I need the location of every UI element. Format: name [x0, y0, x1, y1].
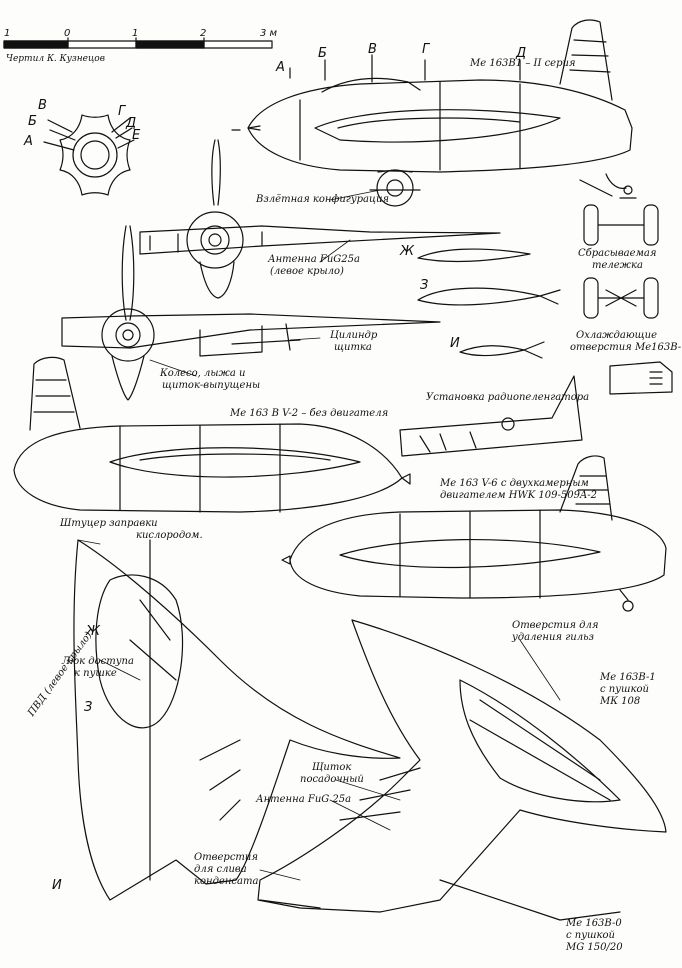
- scale-tick-1: 1: [132, 28, 139, 39]
- leader-lines: [77, 189, 561, 881]
- label-cooling-1: Охлаждающие: [576, 330, 658, 341]
- label-drain-1: Отверстия: [194, 852, 258, 863]
- section-letter-zh: Ж: [400, 244, 415, 259]
- cooling-detail: [609, 361, 673, 395]
- radio-installation: [399, 375, 583, 457]
- dolly-drawing: [583, 204, 659, 319]
- section-letter-v-top: В: [368, 42, 377, 57]
- planform-upper: [73, 539, 401, 901]
- section-letter-v-sec: В: [38, 98, 47, 113]
- section-letter-a-top: А: [276, 60, 285, 75]
- label-casings-2: удаления гильз: [512, 632, 594, 643]
- label-flap-1: Щиток: [312, 762, 352, 773]
- profile-v6: [281, 455, 667, 612]
- cross-section: [43, 114, 135, 196]
- label-hatch-2: к пушке: [74, 668, 117, 679]
- label-drain-2: для слива: [194, 864, 247, 875]
- section-letter-i-plan: И: [52, 878, 62, 893]
- label-oxygen-2: кислородом.: [136, 530, 203, 541]
- title-b0-2: с пушкой: [566, 930, 615, 941]
- section-letter-i: И: [450, 336, 460, 351]
- label-wheel-1: Колесо, лыжа и: [160, 368, 246, 379]
- section-letter-b-sec: Б: [28, 114, 37, 129]
- section-letter-z: З: [420, 278, 429, 293]
- airfoil-sections: [417, 248, 561, 359]
- label-drain-3: конденсата: [194, 876, 259, 887]
- label-takeoff: Взлётная конфигурация: [256, 194, 390, 205]
- profile-top: [231, 19, 637, 207]
- section-letter-g-sec: Г: [118, 104, 126, 119]
- section-letter-a-sec: А: [24, 134, 33, 149]
- section-letter-z-plan: З: [84, 700, 93, 715]
- title-b0-1: Me 163B-0: [566, 918, 622, 929]
- section-letter-zh-plan: Ж: [86, 624, 101, 639]
- section-letter-b-top: Б: [318, 46, 327, 61]
- title-v6-2: двигателем HWK 109-509A-2: [440, 490, 597, 501]
- label-dolly-2: тележка: [592, 260, 643, 271]
- label-oxygen-1: Штуцер заправки: [60, 518, 158, 529]
- label-cylinder-1: Цилиндр: [330, 330, 378, 341]
- title-b0-3: MG 150/20: [566, 942, 623, 953]
- label-cylinder-2: щитка: [334, 342, 372, 353]
- scale-tick-0: 0: [64, 28, 71, 39]
- label-radio: Установка радиопеленгатора: [426, 392, 590, 403]
- title-b1-2: с пушкой: [600, 684, 649, 695]
- front-view: [139, 139, 501, 299]
- label-antenna-2: (левое крыло): [270, 266, 344, 277]
- label-antenna-bottom: Антенна FuG 25a: [256, 794, 352, 805]
- scale-tick-m1: 1: [4, 28, 11, 39]
- front-view-extended: [61, 225, 441, 401]
- label-dolly-1: Сбрасываемая: [578, 248, 657, 259]
- title-v6-1: Me 163 V-6 с двухкамерным: [440, 478, 589, 489]
- label-antenna-1: Антенна FuG25a: [268, 254, 360, 265]
- title-b1-1: Me 163B-1: [600, 672, 656, 683]
- scale-bar: [3, 37, 273, 49]
- section-letter-d-sec: Д: [126, 116, 137, 131]
- scale-tick-3m: 3 м: [260, 28, 278, 39]
- label-cooling-2: отверстия Me163B-: [570, 342, 682, 353]
- section-letter-d-top: Д: [516, 46, 527, 61]
- label-flap-2: посадочный: [300, 774, 364, 785]
- author-credit: Чертил К. Кузнецов: [6, 54, 105, 64]
- scale-tick-2: 2: [200, 28, 207, 39]
- title-v2: Me 163 B V-2 – без двигателя: [230, 408, 389, 419]
- label-casings-1: Отверстия для: [512, 620, 599, 631]
- planform-lower: [257, 619, 667, 921]
- profile-v2: [13, 356, 411, 513]
- title-top-profile: Me 163B1 – II серия: [470, 58, 576, 69]
- section-letter-e-sec: Е: [132, 128, 141, 143]
- label-wheel-2: щиток-выпущены: [162, 380, 261, 391]
- title-b1-3: МК 108: [600, 696, 641, 707]
- label-hatch-1: Люк доступа: [62, 656, 134, 667]
- section-letter-g-top: Г: [422, 42, 430, 57]
